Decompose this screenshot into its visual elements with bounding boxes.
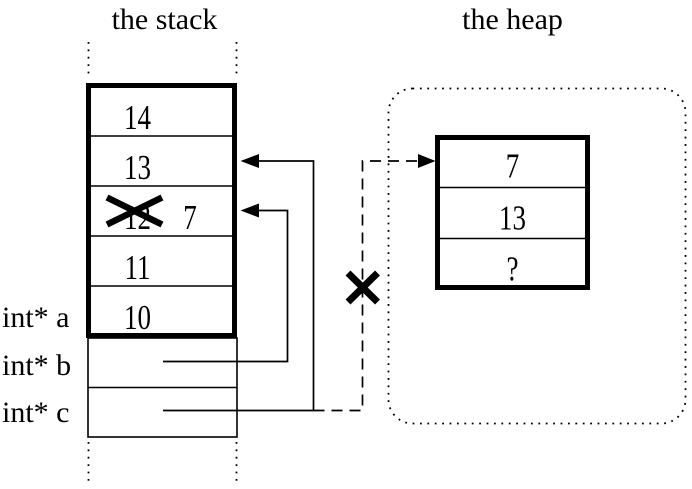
heap-boundary xyxy=(387,87,687,425)
heap-title: the heap xyxy=(462,3,563,36)
pointer-label-b: int* b xyxy=(2,349,72,382)
overwritten-value-cross-icon xyxy=(105,194,164,228)
stack-cell-old-value: 12 xyxy=(124,198,151,237)
dangling-pointer-arrow xyxy=(313,154,436,412)
pointer-b-arrow xyxy=(163,203,289,363)
heap-cell-value: 7 xyxy=(505,146,520,186)
stack-cell-value: 11 xyxy=(124,248,151,287)
pointer-c-arrowhead-icon xyxy=(240,154,259,168)
invalid-pointer-cross-icon xyxy=(345,270,380,305)
dangling-pointer-arrowhead-icon xyxy=(418,154,436,168)
stack-pointer-cells xyxy=(87,337,238,438)
pointer-label-c: int* c xyxy=(2,396,70,429)
stack-title: the stack xyxy=(111,3,218,36)
pointer-b-arrowhead-icon xyxy=(240,203,259,218)
pointer-label-a: int* a xyxy=(2,301,70,334)
heap-block xyxy=(435,135,590,290)
stack-cell-value: 14 xyxy=(124,98,151,137)
stack-cell-value: 10 xyxy=(124,298,151,337)
heap-cell-value: ? xyxy=(506,249,519,289)
stack-cell-value: 13 xyxy=(124,148,151,187)
stack-frame xyxy=(86,83,237,338)
pointer-c-arrow xyxy=(163,154,315,412)
stack-cell-new-value: 7 xyxy=(183,198,197,237)
heap-cell-value: 13 xyxy=(499,198,526,238)
